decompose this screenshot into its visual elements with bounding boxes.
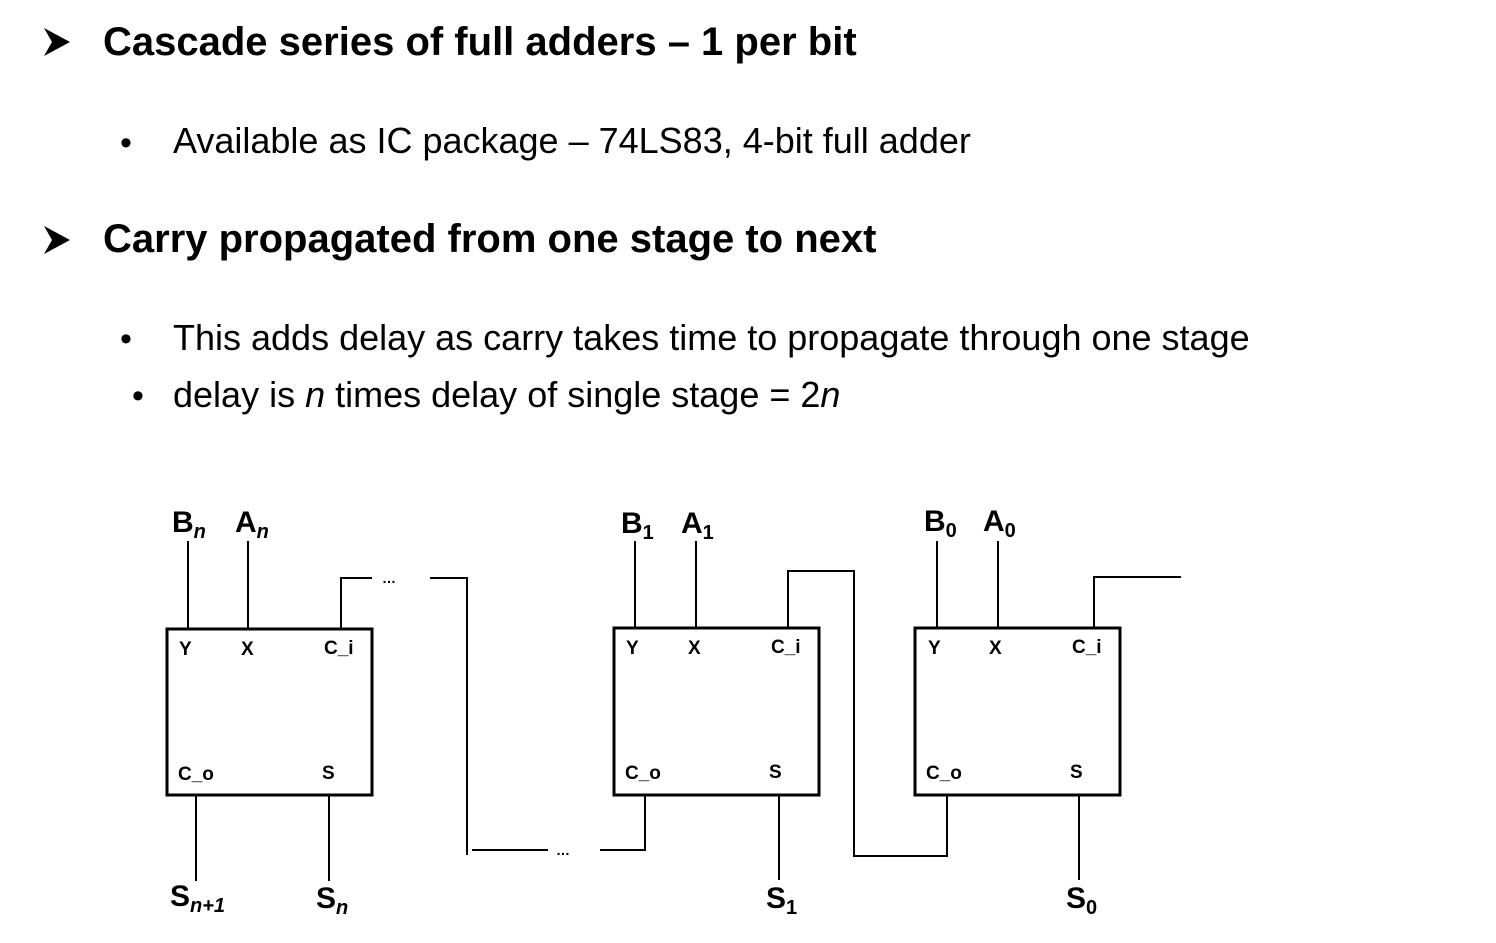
port-x-1: X [688,638,701,659]
input-b-1: B1 [621,507,654,544]
port-y-n: Y [179,639,192,660]
full-adder-block-1 [612,626,821,797]
bullet-dot: • [132,377,144,415]
full-adder-block-0 [913,626,1122,797]
output-s-1: S1 [766,882,797,919]
port-s-1: S [769,762,782,783]
heading-cascade: Cascade series of full adders – 1 per bi… [103,20,857,64]
input-a-1: A1 [681,507,714,544]
port-ci-n: C_i [324,638,354,659]
port-s-n: S [322,763,335,784]
port-co-1: C_o [625,763,661,784]
port-co-0: C_o [926,763,962,784]
bullet-dot: • [120,124,132,162]
port-s-0: S [1070,762,1083,783]
port-x-n: X [241,639,254,660]
input-a-0: A0 [983,505,1016,542]
arrow-bullet-icon [44,28,70,56]
subpoint-delay-formula: delay is n times delay of single stage =… [173,374,841,415]
ellipsis-bottom: … [556,842,570,858]
subpoint-delay-explanation: This adds delay as carry takes time to p… [173,317,1250,358]
port-co-n: C_o [178,764,214,785]
input-b-0: B0 [924,505,957,542]
heading-carry-propagated: Carry propagated from one stage to next [103,217,877,261]
arrow-bullet-icon [44,226,70,254]
port-y-1: Y [626,638,639,659]
port-ci-1: C_i [771,637,801,658]
input-a-n: An [235,506,269,543]
port-y-0: Y [928,638,941,659]
output-s-n-plus-1: Sn+1 [170,880,225,917]
output-s-n: Sn [316,882,348,919]
subpoint-ic-package: Available as IC package – 74LS83, 4-bit … [173,120,971,161]
bullet-dot: • [120,320,132,358]
input-b-n: Bn [172,506,206,543]
port-x-0: X [989,638,1002,659]
full-adder-block-n [165,627,374,797]
port-ci-0: C_i [1072,637,1102,658]
output-s-0: S0 [1066,882,1097,919]
ellipsis-top: … [382,570,396,586]
